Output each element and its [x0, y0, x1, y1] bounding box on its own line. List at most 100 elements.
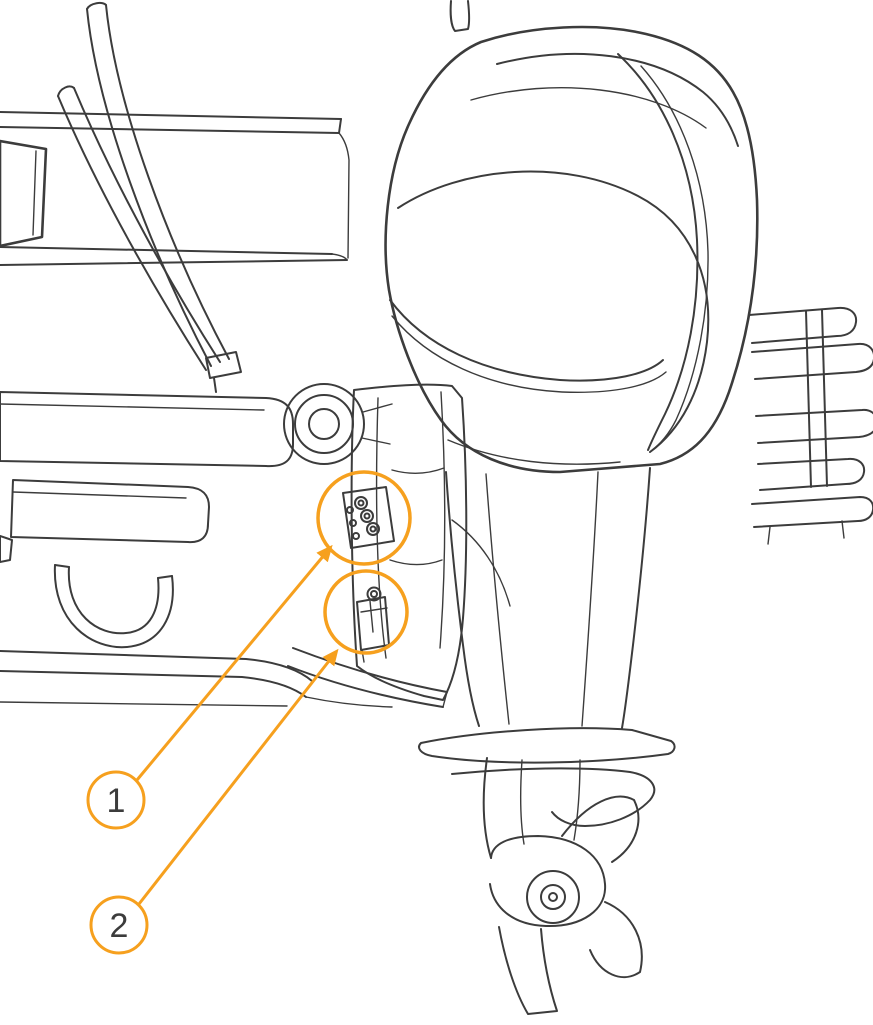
railing-tube-cap — [57, 85, 75, 97]
bolt-icon — [360, 509, 374, 523]
ladder-base-bar — [751, 496, 873, 528]
callout-2-arrow — [137, 648, 339, 905]
connector-block-detail — [342, 486, 395, 549]
cowling-rub-strip — [389, 299, 664, 382]
callout-1-label: 1 — [107, 782, 126, 820]
midsection-left-edge — [445, 471, 480, 727]
platform-bracket-lower-line — [12, 491, 187, 499]
bracket-inner-line — [439, 391, 446, 649]
midsection-right-edge — [621, 467, 651, 729]
bolt-icon — [363, 512, 371, 520]
railing-tube-rear — [57, 95, 207, 371]
midsection-inner-line — [485, 473, 510, 725]
callout-1-detail-circle — [316, 470, 412, 566]
callout-2: 2 — [89, 569, 409, 955]
grab-handle-outer — [53, 564, 174, 649]
cowling-rub-strip — [391, 315, 667, 394]
cowling-swoosh-line — [397, 170, 710, 453]
gunwale-corner — [338, 118, 342, 134]
bracket-inner-curve — [389, 559, 443, 566]
transom-plate-line — [292, 647, 448, 693]
hull-bottom-line — [0, 650, 313, 682]
cowling-front-crease — [617, 53, 699, 451]
screw-icon — [349, 519, 357, 527]
cowling-seam-line — [496, 52, 739, 147]
railing-base — [205, 351, 242, 379]
anti-ventilation-plate — [418, 727, 676, 764]
hull-bottom-line — [0, 670, 307, 698]
railing-base — [213, 377, 217, 393]
clamp-knob-outer — [283, 383, 365, 465]
platform-bracket-upper-line — [0, 403, 265, 411]
ladder-rail — [805, 310, 812, 488]
clamp-knob-mid — [294, 394, 354, 454]
connector-block-outline — [342, 486, 395, 549]
propeller-hub — [540, 884, 566, 910]
console-inner-line — [32, 150, 37, 236]
bolt-head-icon — [366, 586, 382, 602]
propeller-blade-upper — [561, 795, 640, 863]
exhaust-housing-line — [573, 759, 581, 841]
ladder-rung — [748, 306, 858, 344]
bolt-icon — [369, 525, 377, 533]
hull-side-line — [338, 132, 350, 259]
railing-tube-front — [105, 4, 230, 360]
bracket-inner-line — [375, 397, 387, 659]
propeller-blade-lower — [589, 901, 643, 978]
platform-bracket-upper — [0, 391, 294, 468]
railing-tube-cap — [86, 1, 107, 10]
gearcase-left-edge — [482, 757, 492, 859]
midsection-inner-line — [581, 471, 599, 727]
grab-handle-cap — [54, 564, 70, 568]
callout-2-label: 2 — [110, 907, 129, 945]
deck-line — [0, 259, 348, 266]
screw-icon — [352, 532, 360, 540]
transom-plate-line — [287, 665, 444, 708]
fitting-line — [360, 607, 388, 613]
railing-tube-rear — [73, 87, 221, 363]
callout-1-label-circle — [86, 770, 146, 830]
cowling-bottom-seam — [447, 439, 621, 465]
ladder-foot — [841, 520, 845, 539]
hull-bottom-edge — [0, 701, 288, 707]
bolt-icon — [354, 496, 368, 510]
ladder-rail — [821, 309, 828, 487]
callout-2-detail-circle — [323, 569, 409, 655]
callout-1: 1 — [86, 470, 412, 830]
hull-to-bracket-line — [305, 696, 393, 708]
hull-edge-shape — [0, 535, 13, 563]
boarding-ladder-drawing — [748, 306, 873, 545]
cowling-seam-line — [470, 87, 707, 129]
callout-2-label-circle — [89, 895, 149, 955]
callout-1-arrow — [135, 544, 333, 781]
cowling-outline — [384, 25, 759, 474]
outboard-motor-drawing — [384, 25, 759, 1015]
gearcase-torpedo — [489, 835, 607, 928]
deck-corner — [331, 253, 348, 261]
railing-tube-front — [86, 8, 212, 367]
railing-tube-stub — [449, 0, 471, 32]
cowling-front-crease — [640, 65, 709, 453]
boat-stern-drawing — [0, 0, 471, 708]
propeller-hub — [526, 870, 580, 924]
bracket-inner-curve — [391, 467, 445, 474]
platform-bracket-lower — [10, 479, 210, 544]
bolt-icon — [357, 499, 365, 507]
ladder-rung — [755, 408, 873, 444]
trim-fin — [451, 767, 656, 827]
transom-bracket-drawing — [283, 383, 468, 708]
propeller-hub — [548, 892, 558, 902]
transom-plate-cap — [442, 691, 448, 708]
clamp-knob-link — [361, 437, 391, 445]
ladder-rung — [757, 457, 866, 491]
deck-line — [0, 246, 333, 255]
ladder-foot — [767, 526, 771, 545]
ladder-rung — [751, 342, 873, 380]
skeg — [498, 926, 558, 1015]
grab-handle-inner — [67, 566, 160, 635]
bolt-head-icon — [370, 590, 378, 598]
grab-handle-cap — [157, 575, 173, 579]
bracket-outline — [350, 383, 468, 701]
gunwale-line — [0, 126, 340, 134]
